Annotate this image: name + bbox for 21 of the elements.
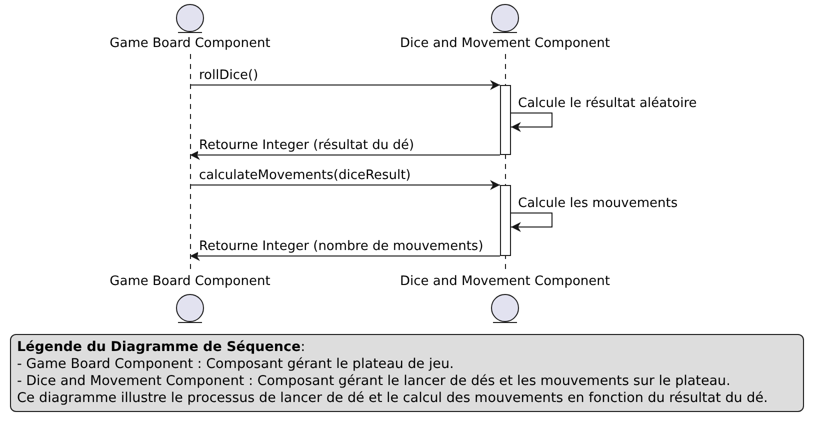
self-message-arrow — [510, 212, 552, 232]
message-arrow — [190, 150, 500, 160]
message-arrow — [190, 80, 500, 90]
edge-label: Retourne Integer (nombre de mouvements) — [198, 239, 484, 254]
message-arrow — [190, 180, 500, 190]
note-text: - Game Board Component : Composant gérant le plateau de jeu. — [17, 356, 454, 373]
self-message-arrow — [510, 112, 552, 132]
note-text: Ce diagramme illustre le processus de lancer de dé et le calcul des mouvements en fonction du résultat du dé. — [17, 390, 768, 407]
activation-bar — [500, 185, 511, 256]
edge-label: calculateMovements(diceResult) — [198, 168, 412, 183]
participant-label: Game Board Component — [108, 36, 272, 51]
participant-label: Dice and Movement Component — [399, 274, 611, 289]
edge-label: Retourne Integer (résultat du dé) — [198, 138, 416, 153]
note-text: Légende du Diagramme de Séquence: — [17, 339, 306, 356]
participant-label: Dice and Movement Component — [399, 36, 611, 51]
legend-note — [10, 334, 804, 412]
message-arrow — [190, 251, 500, 261]
activation-bar — [500, 85, 511, 155]
edge-label: rollDice() — [198, 68, 260, 83]
note-text: - Dice and Movement Component : Composant gérant le lancer de dés et les mouvements sur le plateau. — [17, 373, 730, 390]
participant-label: Game Board Component — [108, 274, 272, 289]
